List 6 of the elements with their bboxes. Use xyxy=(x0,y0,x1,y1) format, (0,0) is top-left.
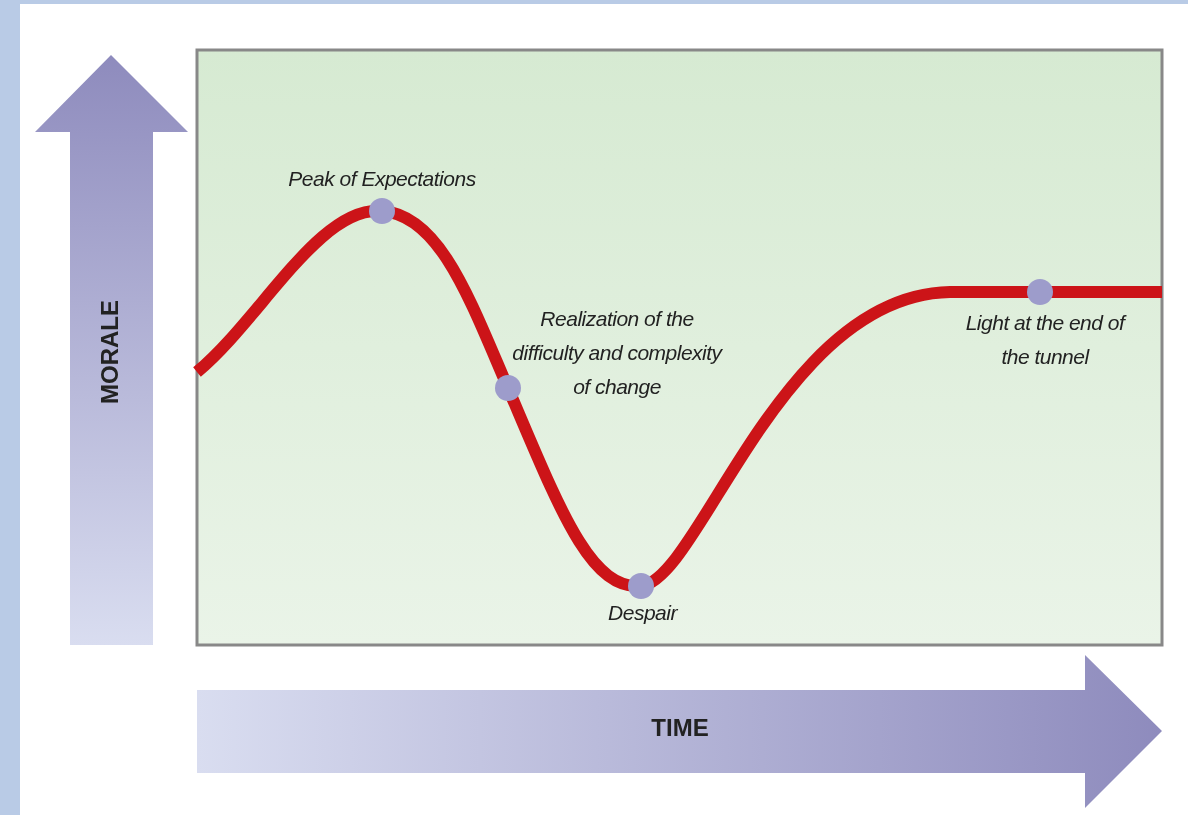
point-label: Realization of the difficulty and complexity of change xyxy=(512,306,722,400)
point-label: Light at the end of the tunnel xyxy=(964,310,1128,370)
point-label: Despair xyxy=(607,600,679,626)
axis-label: TIME xyxy=(650,714,710,742)
point-label: Peak of Expectations xyxy=(287,166,477,192)
axis-label: MORALE xyxy=(96,300,124,404)
